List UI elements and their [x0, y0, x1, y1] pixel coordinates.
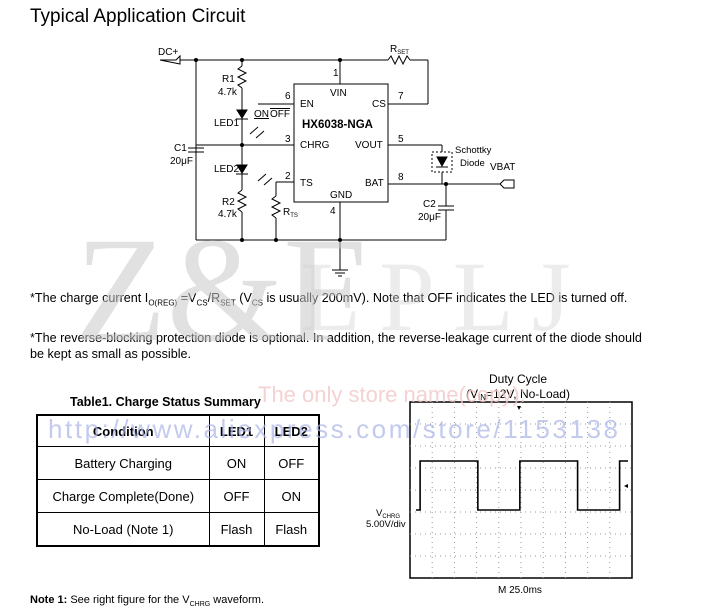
c2-value: 20μF — [418, 212, 441, 223]
c1-value: 20μF — [170, 156, 193, 167]
cell-led2: Flash — [263, 512, 320, 547]
schottky-label-2: Diode — [460, 158, 485, 169]
c2-name: C2 — [423, 199, 436, 210]
pin-ts-number: 2 — [285, 171, 291, 182]
note-reverse-diode: *The reverse-blocking protection diode i… — [30, 331, 642, 361]
rset-resistor — [387, 54, 411, 66]
header-led2: LED2 — [263, 414, 320, 447]
pin-vout-number: 5 — [398, 134, 404, 145]
led1-label: LED1 — [214, 118, 239, 129]
pin-vin-number: 1 — [333, 68, 339, 79]
r1-name: R1 — [222, 74, 235, 85]
led2-diode — [236, 164, 248, 174]
pin-cs-number: 7 — [398, 91, 404, 102]
dc-label: DC+ — [158, 47, 178, 58]
scope-waveform — [416, 460, 628, 511]
page-title: Typical Application Circuit — [30, 6, 246, 27]
table-caption: Table1. Charge Status Summary — [70, 395, 261, 409]
c1-name: C1 — [174, 143, 187, 154]
note-charge-current: *The charge current IO(REG) =VCS/RSET (V… — [30, 291, 628, 308]
off-label: OFF — [270, 109, 290, 120]
level-marker-icon — [624, 484, 628, 488]
led2-label: LED2 — [214, 164, 239, 175]
pin-cs-label: CS — [372, 99, 386, 110]
table-header-row: Condition LED1 LED2 — [36, 414, 320, 447]
rts-label: RTS — [283, 207, 298, 219]
scope-title: Duty Cycle — [489, 372, 547, 386]
trigger-marker-icon — [517, 406, 521, 410]
pin-chrg-label: CHRG — [300, 140, 330, 151]
cell-led2: ON — [263, 479, 320, 513]
junction-dots — [194, 58, 448, 242]
cell-condition: No-Load (Note 1) — [36, 512, 210, 547]
on-label: ON — [254, 109, 269, 120]
charge-status-table: Condition LED1 LED2 Battery Charging ON … — [36, 414, 320, 547]
pin-bat-label: BAT — [365, 178, 384, 189]
ic-body — [293, 83, 389, 203]
cell-led1: OFF — [208, 479, 265, 513]
schottky-label-1: Schottky — [455, 145, 492, 156]
r1-value: 4.7k — [218, 87, 238, 98]
time-scale: M 25.0ms — [498, 585, 542, 596]
pin-gnd-label: GND — [330, 190, 352, 201]
cell-led2: OFF — [263, 446, 320, 480]
channel-scale: 5.00V/div — [366, 519, 406, 530]
r2-value: 4.7k — [218, 209, 238, 220]
vbat-label: VBAT — [490, 162, 515, 173]
footnote: Note 1: See right figure for the VCHRG w… — [30, 594, 264, 609]
schottky-diode — [436, 156, 448, 168]
scope-subtitle: (VIN=12V, No-Load) — [466, 387, 570, 402]
pin-vin-label: VIN — [330, 88, 347, 99]
pin-en-label: EN — [300, 99, 314, 110]
scope-grid — [410, 402, 632, 578]
channel-label: VCHRG — [376, 508, 400, 520]
pin-bat-number: 8 — [398, 172, 404, 183]
table-row: No-Load (Note 1) Flash Flash — [36, 512, 320, 547]
cell-led1: Flash — [208, 512, 265, 547]
table-row: Battery Charging ON OFF — [36, 446, 320, 480]
pin-chrg-number: 3 — [285, 134, 291, 145]
cell-condition: Charge Complete(Done) — [36, 479, 210, 513]
header-led1: LED1 — [208, 414, 265, 447]
cell-led1: ON — [208, 446, 265, 480]
ic-name: HX6038-NGA — [302, 119, 373, 131]
pin-ts-label: TS — [300, 178, 313, 189]
led1-diode — [236, 109, 248, 119]
pin-en-number: 6 — [285, 91, 291, 102]
vbat-terminal — [499, 179, 515, 189]
rts-resistor — [270, 195, 282, 219]
pin-gnd-number: 4 — [330, 206, 336, 217]
cell-condition: Battery Charging — [36, 446, 210, 480]
rset-label: RSET — [390, 44, 409, 56]
dc-input-terminal — [159, 54, 181, 65]
r1-resistor — [236, 65, 248, 89]
r2-name: R2 — [222, 197, 235, 208]
r2-resistor — [236, 189, 248, 213]
table-row: Charge Complete(Done) OFF ON — [36, 479, 320, 513]
pin-vout-label: VOUT — [355, 140, 383, 151]
circuit-schematic: DC+ RSET 1 VIN 6 EN 7 CS HX6038-NGA 3 CH… — [158, 44, 515, 277]
